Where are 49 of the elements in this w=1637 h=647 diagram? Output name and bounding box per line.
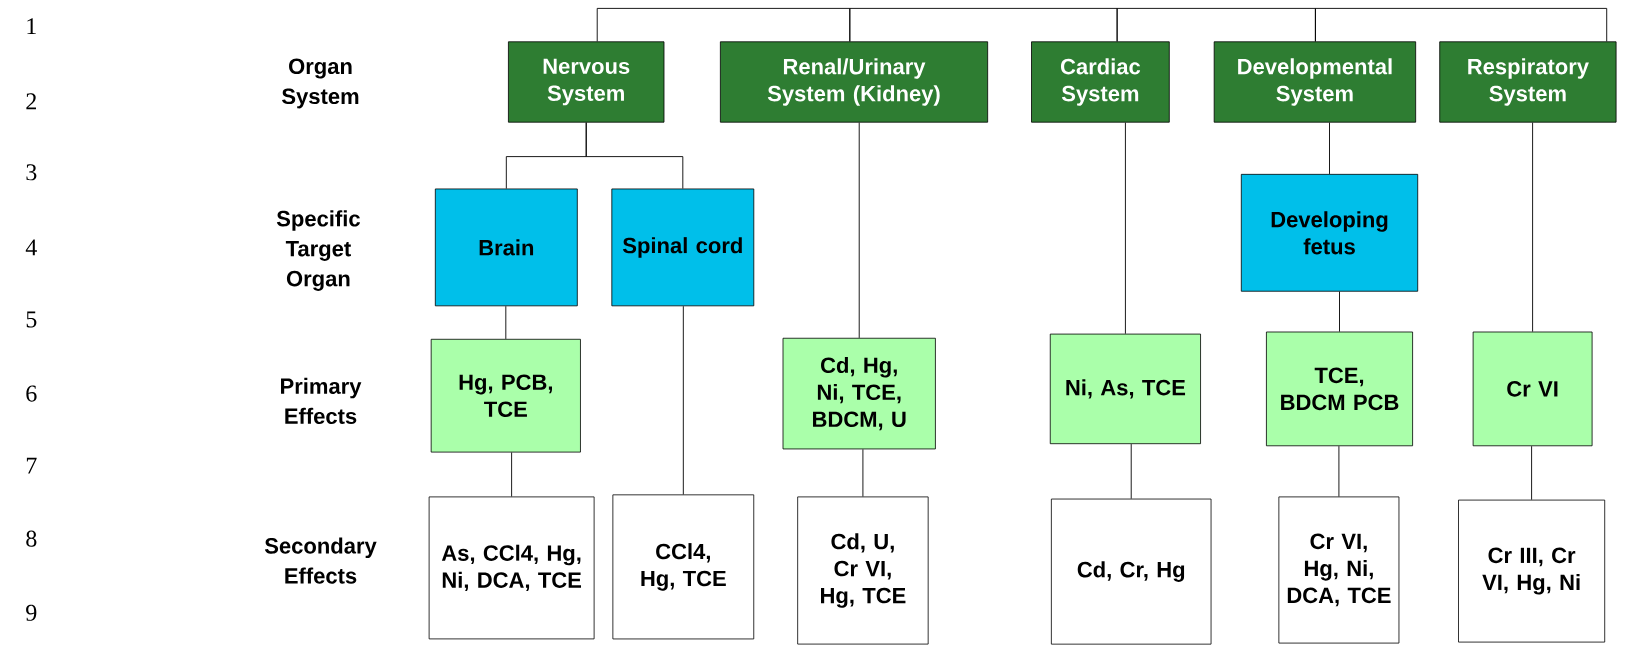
- organ-system-box: Respiratory System: [1439, 41, 1617, 123]
- connector-line: [1338, 445, 1340, 497]
- connector-line: [1116, 7, 1316, 42]
- connector-line: [1130, 443, 1132, 500]
- row-number: 5: [26, 311, 37, 328]
- connector-line: [585, 122, 684, 189]
- row-heading: Specific Target Organ: [276, 210, 360, 291]
- row-number: 2: [26, 93, 36, 110]
- secondary-effect-box: Cr VI, Hg, Ni, DCA, TCE: [1278, 496, 1400, 644]
- secondary-effect-box: Cr III, Cr VI, Hg, Ni: [1458, 499, 1606, 643]
- secondary-effect-box: As, CCl4, Hg, Ni, DCA, TCE: [428, 496, 595, 640]
- row-number: 9: [26, 604, 37, 621]
- row-number: 3: [26, 164, 37, 181]
- connector-line: [511, 452, 513, 497]
- organ-system-box: Renal/Urinary System (Kidney): [719, 41, 989, 123]
- target-organ-box: Brain: [434, 188, 578, 307]
- row-heading: Organ System: [282, 58, 359, 109]
- connector-line: [1329, 122, 1330, 175]
- row-number: 6: [26, 385, 37, 402]
- row-number: 7: [26, 457, 37, 474]
- organ-system-box: Cardiac System: [1031, 41, 1170, 123]
- organ-system-box: Developmental System: [1213, 41, 1417, 123]
- primary-effect-box: Hg, PCB, TCE: [430, 338, 581, 453]
- connector-line: [1124, 122, 1126, 335]
- connector-line: [682, 305, 684, 495]
- connector-line: [596, 7, 851, 42]
- connector-line: [1532, 122, 1534, 333]
- target-organ-box: Developing fetus: [1240, 173, 1419, 292]
- primary-effect-box: TCE, BDCM PCB: [1266, 331, 1413, 447]
- row-number: 1: [27, 18, 36, 34]
- secondary-effect-box: Cd, U, Cr VI, Hg, TCE: [797, 496, 929, 645]
- connector-line: [849, 7, 1118, 42]
- primary-effect-box: Cd, Hg, Ni, TCE, BDCM, U: [782, 337, 936, 450]
- row-number: 4: [25, 239, 37, 256]
- primary-effect-box: Ni, As, TCE: [1049, 333, 1201, 445]
- target-organ-box: Spinal cord: [611, 188, 755, 307]
- connector-line: [1314, 7, 1608, 42]
- primary-effect-box: Cr VI: [1472, 331, 1593, 447]
- row-heading: Primary Effects: [281, 377, 362, 424]
- secondary-effect-box: Cd, Cr, Hg: [1050, 498, 1212, 645]
- organ-system-box: Nervous System: [508, 41, 665, 123]
- connector-line: [1339, 291, 1340, 333]
- connector-line: [862, 448, 864, 497]
- connector-line: [858, 122, 860, 339]
- connector-line: [1531, 445, 1533, 501]
- row-number: 8: [26, 530, 37, 547]
- row-heading: Secondary Effects: [264, 537, 377, 584]
- connector-line: [505, 305, 507, 340]
- secondary-effect-box: CCl4, Hg, TCE: [612, 494, 755, 640]
